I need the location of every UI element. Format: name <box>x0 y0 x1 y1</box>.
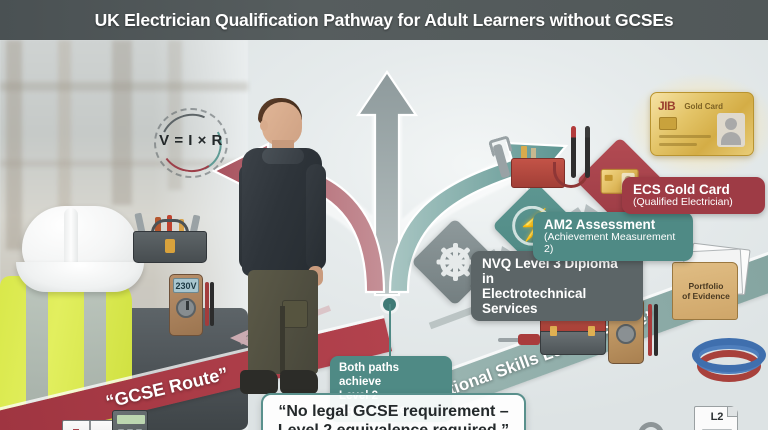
portfolio-of-evidence-icon: Portfolio of Evidence <box>668 242 760 322</box>
gear-icon <box>436 243 474 281</box>
jib-gold-card-icon: JIB Gold Card <box>628 74 768 178</box>
tools-and-probes-icon <box>492 124 609 194</box>
quote-line1: “No legal GCSE requirement – <box>278 403 509 420</box>
quote-line2: Level 2 equivalence required.” <box>278 422 509 430</box>
portfolio-label-line1: Portfolio <box>688 281 724 291</box>
callout-nvq[interactable]: NVQ Level 3 Diploma in Electrotechnical … <box>470 251 643 322</box>
adult-learner-figure <box>236 98 332 396</box>
callout-am2-title: AM2 Assessment <box>544 217 656 232</box>
book-and-calculator-icon <box>62 408 158 430</box>
screwdriver-icon <box>498 332 542 348</box>
arrow-right-teal <box>388 141 569 294</box>
page-title: UK Electrician Qualification Pathway for… <box>94 9 674 30</box>
junction-connector-line <box>389 304 391 358</box>
callout-ecs[interactable]: ECS Gold Card (Qualified Electrician) <box>621 177 765 214</box>
callout-am2-subtitle: (Achievement Measurement 2) <box>544 231 676 255</box>
infographic-canvas: “GCSE Route” “Functional Skills Level 2 … <box>0 40 768 430</box>
portfolio-label-line2: of Evidence <box>682 291 730 302</box>
header-bar: UK Electrician Qualification Pathway for… <box>0 0 768 40</box>
callout-nvq-title-line2: Electrotechnical Services <box>482 286 587 317</box>
certificate-label: L2 <box>710 411 724 423</box>
ohms-law-formula: V = I × R <box>148 104 234 182</box>
cable-coil-icon <box>692 338 766 396</box>
level2-certificate-icon: L2 <box>694 406 752 430</box>
callout-am2[interactable]: AM2 Assessment (Achievement Measurement … <box>532 212 693 261</box>
gold-card-text: Gold Card <box>684 102 723 111</box>
jib-logo-text: JIB <box>658 99 676 113</box>
callout-ecs-title: ECS Gold Card <box>633 182 730 197</box>
toolbox-icon <box>133 203 207 265</box>
callout-ecs-subtitle: (Qualified Electrician) <box>633 196 733 209</box>
multimeter-reading: 230V <box>173 278 199 293</box>
ohms-law-text: V = I × R <box>159 132 223 149</box>
hard-hat-icon <box>16 202 144 294</box>
legal-requirement-quote: “No legal GCSE requirement – Level 2 equ… <box>261 393 526 430</box>
multimeter-icon: 230V <box>169 274 215 340</box>
junction-note-line1: Both paths achieve <box>339 362 400 389</box>
